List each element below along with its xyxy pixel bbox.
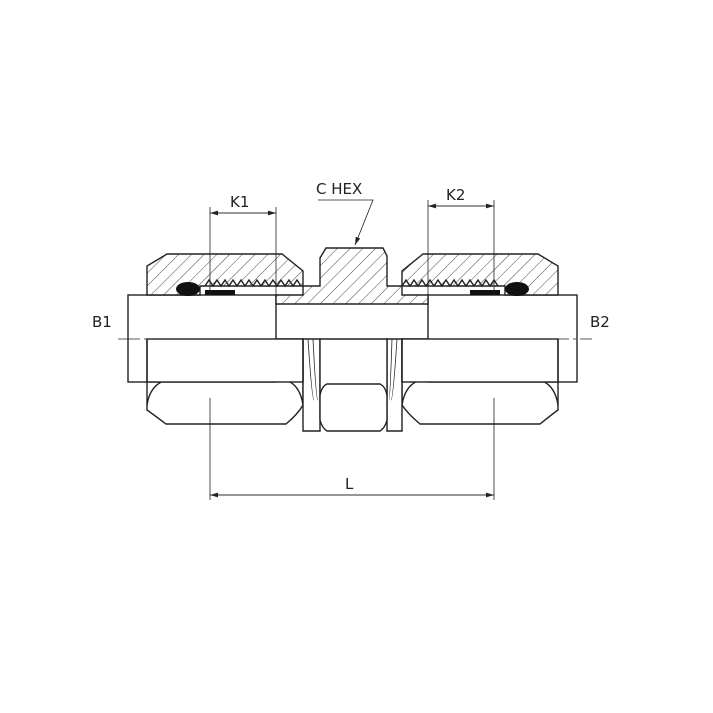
- k1-dimension: K1: [209, 193, 277, 295]
- left-o-ring: [176, 282, 200, 296]
- c-hex-leader: C HEX: [316, 180, 374, 246]
- k2-label: K2: [446, 186, 465, 204]
- center-body-section: [275, 247, 429, 305]
- left-thread: [204, 278, 302, 288]
- left-nut-section: [146, 253, 304, 296]
- b2-label: B2: [590, 313, 610, 331]
- b1-label: B1: [92, 313, 112, 331]
- l-label: L: [345, 475, 354, 493]
- k2-dimension: K2: [427, 186, 495, 295]
- l-dimension: L: [209, 398, 495, 500]
- c-hex-label: C HEX: [316, 180, 362, 198]
- k1-label: K1: [230, 193, 249, 211]
- right-nut-section: [401, 253, 559, 296]
- center-hex-lower: [302, 338, 403, 432]
- right-o-ring: [505, 282, 529, 296]
- right-thread: [401, 278, 499, 288]
